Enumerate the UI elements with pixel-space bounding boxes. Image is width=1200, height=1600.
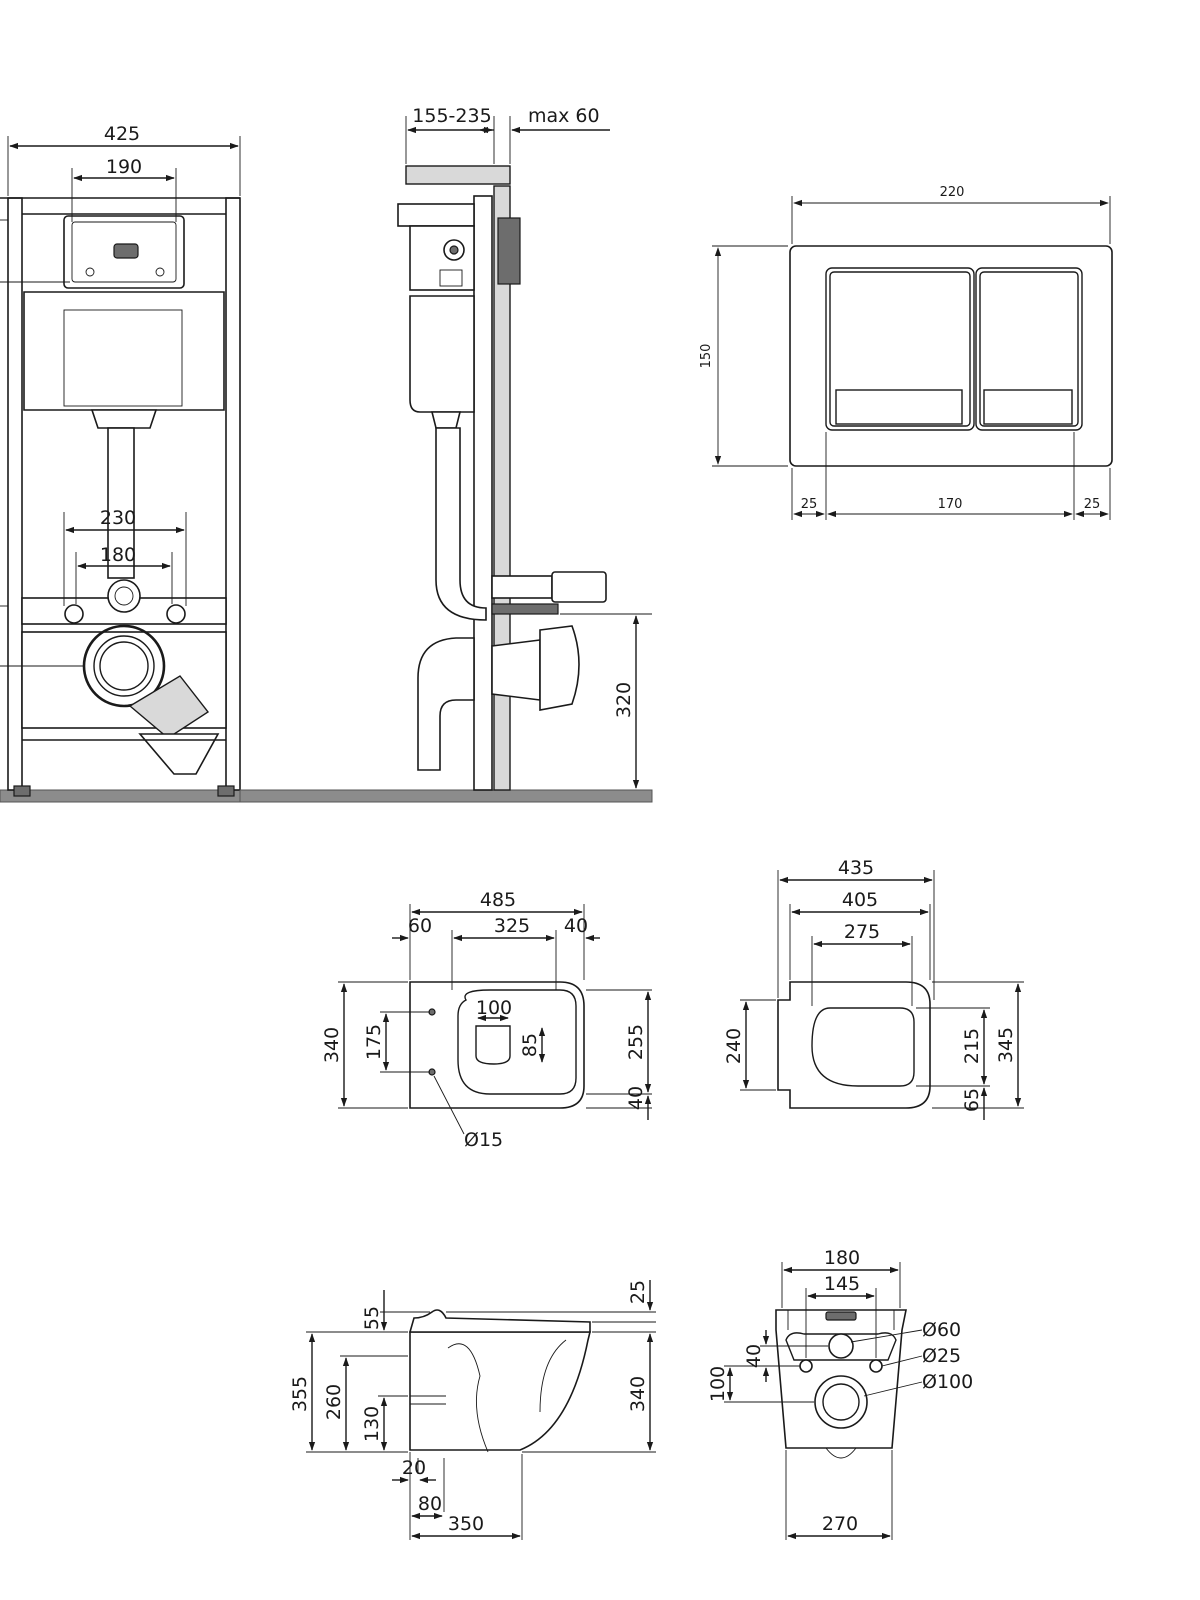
dim-bowl-seg-mid: 325 <box>494 915 530 937</box>
frame-side-view: 155-235 max 60 320 <box>239 105 653 803</box>
dim-seat-bottom-offset: 65 <box>961 1088 983 1112</box>
dim-plate-margin-left: 25 <box>801 497 818 512</box>
flush-inlet-outlet <box>107 579 141 613</box>
dim-bolt-spacing-inner: 180 <box>100 544 136 566</box>
frame-front-view: 425 190 230 180 <box>0 123 481 803</box>
seat-outline <box>777 981 931 1109</box>
dim-frame-width: 425 <box>104 123 140 145</box>
dim-seat-mid: 405 <box>842 889 878 911</box>
seat-side <box>408 1309 591 1333</box>
dim-rear-hole-spacing: 145 <box>824 1273 860 1295</box>
flush-button-left <box>825 267 975 431</box>
bowl-rear-view: 180 145 Ø60 Ø25 Ø100 40 100 270 <box>707 1247 973 1540</box>
dim-opening-depth: 85 <box>519 1033 541 1057</box>
dim-rear-base-width: 270 <box>822 1513 858 1535</box>
dim-bowl-length: 485 <box>480 889 516 911</box>
drain-elbow <box>417 637 475 771</box>
dim-bolt-spacing-outer: 230 <box>100 507 136 529</box>
dim-bowl-seg-left: 60 <box>408 915 432 937</box>
dim-mount-hole-diameter: Ø15 <box>464 1129 503 1151</box>
frame-right-upright <box>225 197 241 791</box>
cistern-side <box>409 295 475 413</box>
dim-rear-bolt-height: 40 <box>743 1344 765 1368</box>
dim-seat-outer: 435 <box>838 857 874 879</box>
dim-bowl-total-height: 355 <box>289 1376 311 1412</box>
dim-bowl-front-offset: 40 <box>625 1086 647 1110</box>
dim-back-offset: 20 <box>402 1457 426 1479</box>
mount-bolt-left <box>64 604 84 624</box>
dim-seat-height: 55 <box>361 1306 383 1330</box>
dim-bolt-diameter: Ø25 <box>922 1345 961 1367</box>
dim-outlet-offset: 80 <box>418 1493 442 1515</box>
dim-plate-opening-width: 190 <box>106 156 142 178</box>
bowl-opening <box>475 1025 511 1065</box>
dim-opening-width: 100 <box>476 997 512 1019</box>
dim-bowl-bolt-spacing: 175 <box>363 1024 385 1060</box>
dim-plate-width: 220 <box>940 185 965 200</box>
dim-bowl-body-height: 340 <box>627 1376 649 1412</box>
bowl-side-view: 25 340 55 355 260 130 20 80 350 <box>289 1280 656 1540</box>
bolt-hole-right <box>869 1359 883 1373</box>
mount-bolt-right <box>166 604 186 624</box>
dim-seat-inner-height: 215 <box>961 1028 983 1064</box>
dim-outlet-height: 320 <box>613 682 635 718</box>
seat-top-view: 435 405 275 240 215 345 65 <box>723 857 1024 1120</box>
flush-button-right <box>975 267 1083 431</box>
dim-outlet-height-bowl: 130 <box>361 1406 383 1442</box>
dim-rear-outlet-height: 100 <box>707 1366 729 1402</box>
flush-plate-outline <box>789 245 1113 467</box>
dim-inlet-height: 260 <box>323 1384 345 1420</box>
bowl-top-view: 485 60 325 40 340 175 100 85 255 40 Ø15 <box>321 889 652 1151</box>
seat-opening <box>811 1007 915 1087</box>
dim-seat-left-height: 240 <box>723 1028 745 1064</box>
dim-rear-top-width: 180 <box>824 1247 860 1269</box>
dim-plate-button-span: 170 <box>938 497 963 512</box>
inlet-hole <box>828 1333 854 1359</box>
dim-bowl-projection: 350 <box>448 1513 484 1535</box>
frame-left-upright <box>7 197 23 791</box>
dim-plate-height: 150 <box>699 344 714 369</box>
dim-rim-height: 25 <box>627 1280 649 1304</box>
bowl-outline-top <box>409 981 585 1109</box>
dim-plate-margin-right: 25 <box>1084 497 1101 512</box>
wall-section <box>493 185 511 791</box>
dim-bowl-inner-width: 255 <box>625 1024 647 1060</box>
dim-seat-overall-height: 345 <box>995 1027 1017 1063</box>
dim-bowl-width: 340 <box>321 1027 343 1063</box>
dim-installation-depth: 155-235 <box>412 105 491 127</box>
flush-plate-view: 220 150 25 170 25 <box>699 185 1113 520</box>
dim-seat-inner: 275 <box>844 921 880 943</box>
bowl-side-outline <box>409 1331 592 1451</box>
bolt-hole-left <box>799 1359 813 1373</box>
flush-pipe <box>107 427 135 579</box>
dim-outlet-diameter: Ø100 <box>922 1371 973 1393</box>
dim-wall-thickness: max 60 <box>528 105 600 127</box>
dim-bowl-seg-right: 40 <box>564 915 588 937</box>
cistern-tank <box>23 291 225 411</box>
dim-inlet-diameter: Ø60 <box>922 1319 961 1341</box>
